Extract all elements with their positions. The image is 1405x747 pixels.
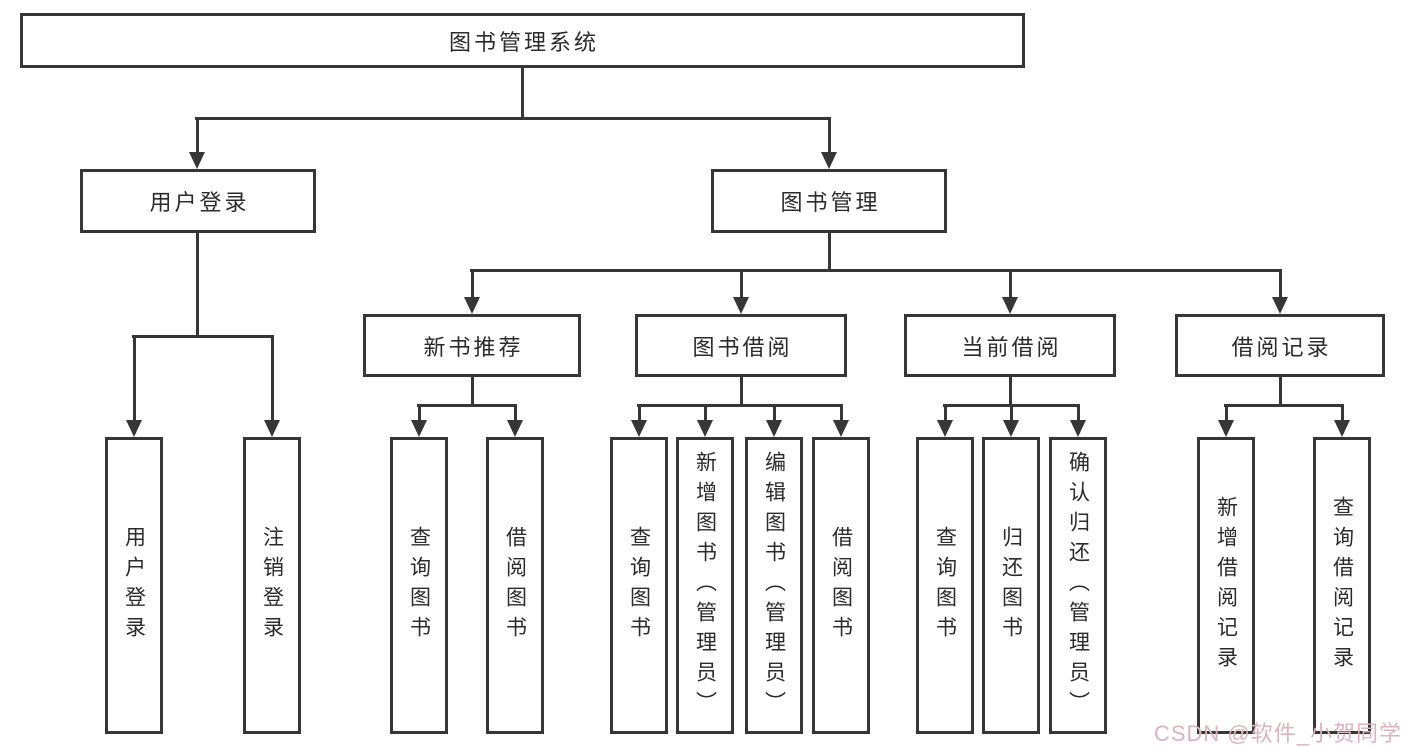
leaf-add-books-admin: 新增图书（管理员） — [676, 437, 734, 734]
arrow-down-icon — [189, 152, 205, 169]
arrow-down-icon — [766, 420, 782, 437]
node-library-management-system: 图书管理系统 — [20, 13, 1025, 68]
leaf-edit-books-admin: 编辑图书（管理员） — [745, 437, 803, 734]
leaf-label: 借阅图书 — [503, 525, 527, 646]
connector-drop-currentborrow — [1008, 269, 1012, 299]
arrow-down-icon — [1070, 420, 1086, 437]
connector-drop-leaf — [703, 404, 707, 423]
csdn-watermark: CSDN @软件_小贺同学 — [1153, 721, 1402, 746]
connector-drop-user-login — [195, 117, 199, 155]
arrow-down-icon — [821, 152, 837, 169]
connector-borrowrecord-stem — [1278, 377, 1282, 407]
connector-borrowrecord-bar — [1224, 404, 1344, 407]
leaf-label: 查询图书 — [627, 525, 651, 646]
connector-drop-leaf — [513, 404, 517, 423]
leaf-label: 查询图书 — [933, 525, 957, 646]
arrow-down-icon — [833, 420, 849, 437]
arrow-down-icon — [1334, 420, 1350, 437]
connector-drop-leaf — [1009, 404, 1013, 423]
connector-bookmgmt-stem — [827, 233, 831, 272]
leaf-label: 编辑图书（管理员） — [762, 450, 786, 721]
node-current-borrowing: 当前借阅 — [904, 314, 1116, 377]
leaf-confirm-return-admin: 确认归还（管理员） — [1049, 437, 1107, 734]
arrow-down-icon — [937, 420, 953, 437]
node-label: 图书管理 — [780, 190, 881, 215]
connector-newbook-stem — [470, 377, 474, 407]
node-borrowing-records: 借阅记录 — [1175, 314, 1385, 377]
leaf-borrow-books: 借阅图书 — [486, 437, 544, 734]
connector-drop-book-management — [827, 117, 831, 155]
node-label: 当前借阅 — [961, 334, 1062, 360]
arrow-down-icon — [264, 420, 280, 437]
connector-userlogin-bar — [132, 335, 274, 338]
connector-bookborrow-stem — [739, 377, 743, 407]
leaf-user-login: 用户登录 — [105, 437, 163, 734]
leaf-label: 注销登录 — [260, 525, 284, 646]
connector-bookborrow-bar — [637, 404, 843, 407]
connector-root-stem — [521, 66, 524, 120]
connector-drop-leaf — [839, 404, 843, 423]
leaf-label: 新增图书（管理员） — [693, 450, 717, 721]
leaf-label: 确认归还（管理员） — [1066, 450, 1090, 721]
connector-drop-leaf — [943, 404, 947, 423]
leaf-add-borrow-record: 新增借阅记录 — [1197, 437, 1255, 734]
leaf-query-books: 查询图书 — [916, 437, 974, 734]
arrow-down-icon — [126, 420, 142, 437]
leaf-query-books: 查询图书 — [610, 437, 668, 734]
node-label: 图书管理系统 — [448, 29, 599, 55]
node-book-management: 图书管理 — [711, 169, 947, 233]
connector-userlogin-stem — [195, 233, 199, 338]
arrow-down-icon — [1002, 297, 1018, 314]
arrow-down-icon — [507, 420, 523, 437]
leaf-label: 查询借阅记录 — [1330, 495, 1354, 676]
leaf-label: 归还图书 — [999, 525, 1023, 646]
node-new-book-recommend: 新书推荐 — [363, 314, 581, 377]
connector-drop-leaf — [772, 404, 776, 423]
arrow-down-icon — [697, 420, 713, 437]
leaf-label: 用户登录 — [122, 525, 146, 646]
arrow-down-icon — [464, 297, 480, 314]
arrow-down-icon — [1218, 420, 1234, 437]
leaf-label: 查询图书 — [407, 525, 431, 646]
node-user-login: 用户登录 — [80, 169, 316, 233]
node-label: 借阅记录 — [1231, 334, 1332, 360]
connector-drop-newbook — [470, 269, 474, 299]
leaf-logout: 注销登录 — [243, 437, 301, 734]
leaf-query-books: 查询图书 — [390, 437, 448, 734]
connector-newbook-bar — [417, 404, 517, 407]
node-label: 新书推荐 — [423, 334, 524, 360]
connector-drop-leaf — [132, 335, 136, 423]
node-label: 图书借阅 — [692, 334, 793, 360]
arrow-down-icon — [631, 420, 647, 437]
node-book-borrowing: 图书借阅 — [635, 314, 847, 377]
connector-drop-leaf — [637, 404, 641, 423]
connector-root-bar — [195, 117, 831, 120]
arrow-down-icon — [1003, 420, 1019, 437]
connector-drop-leaf — [1340, 404, 1344, 423]
connector-bookmgmt-bar — [470, 269, 1281, 272]
connector-drop-bookborrow — [739, 269, 743, 299]
connector-drop-leaf — [1076, 404, 1080, 423]
leaf-return-books: 归还图书 — [982, 437, 1040, 734]
arrow-down-icon — [411, 420, 427, 437]
arrow-down-icon — [733, 297, 749, 314]
leaf-query-borrow-record: 查询借阅记录 — [1313, 437, 1371, 734]
leaf-label: 新增借阅记录 — [1214, 495, 1238, 676]
connector-currentborrow-stem — [1008, 377, 1012, 407]
connector-drop-leaf — [270, 335, 274, 423]
connector-drop-leaf — [1224, 404, 1228, 423]
leaf-label: 借阅图书 — [829, 525, 853, 646]
connector-drop-borrowrecord — [1278, 269, 1282, 299]
connector-drop-leaf — [417, 404, 421, 423]
node-label: 用户登录 — [149, 190, 250, 215]
arrow-down-icon — [1272, 297, 1288, 314]
leaf-borrow-books: 借阅图书 — [812, 437, 870, 734]
